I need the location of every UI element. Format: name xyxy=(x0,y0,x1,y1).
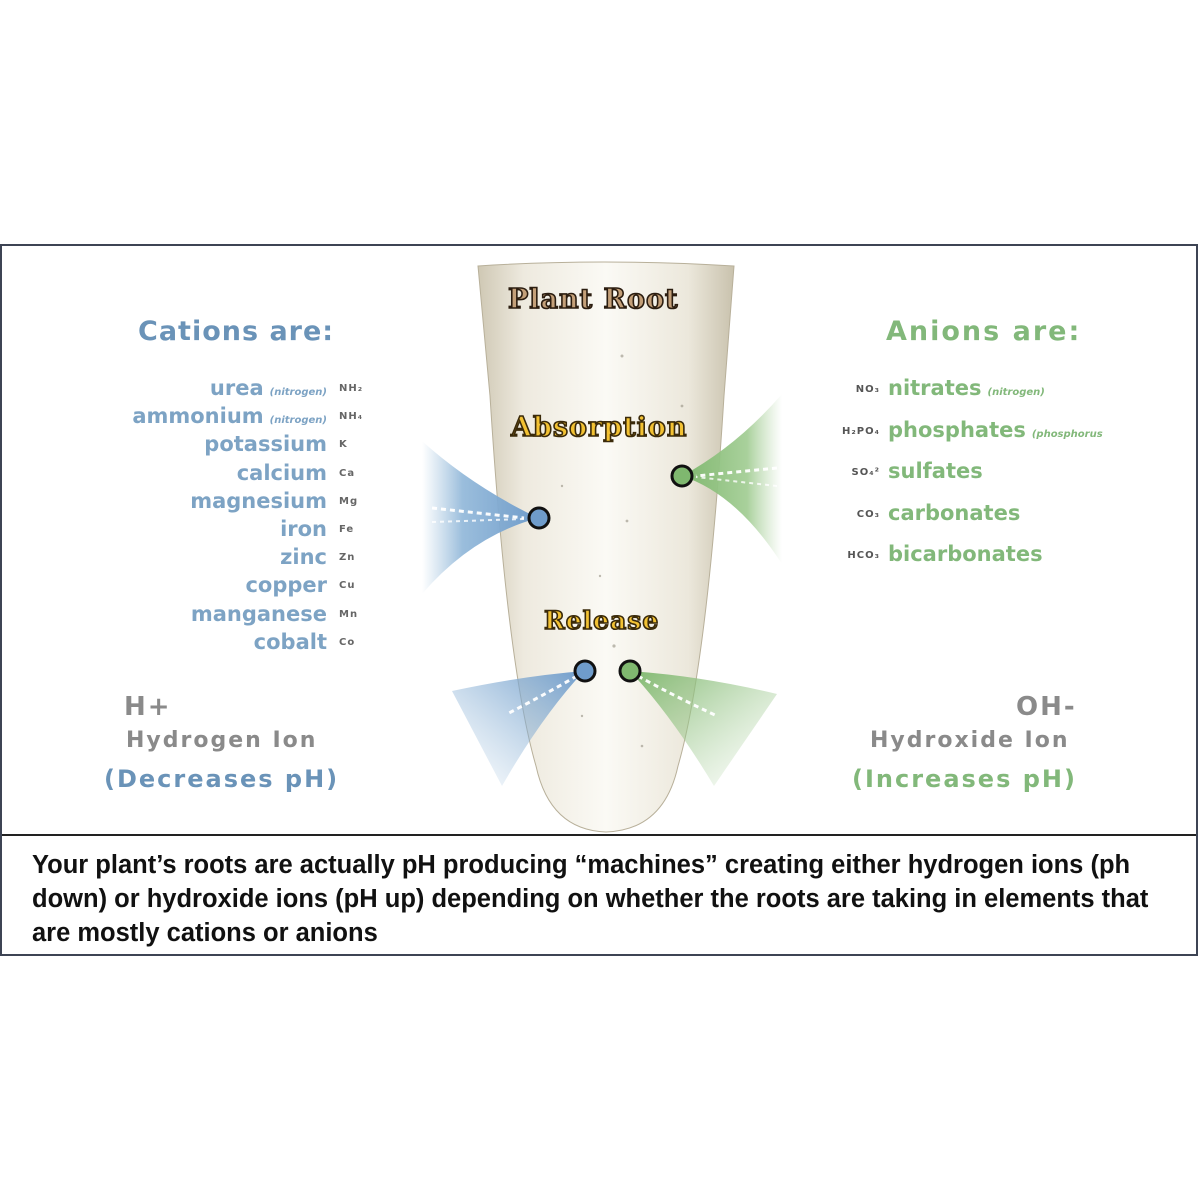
anion-absorption-site xyxy=(670,464,694,488)
anion-absorption-arrows xyxy=(695,466,778,478)
hydrogen-ion-name: Hydrogen Ion xyxy=(126,728,318,753)
anion-name: bicarbonates xyxy=(888,542,1043,566)
cation-name: copper xyxy=(245,573,327,598)
hydroxide-release-site xyxy=(618,659,642,683)
cation-symbol: Co xyxy=(339,636,356,648)
cation-name: cobalt xyxy=(253,629,327,654)
hydrogen-ion-effect: (Decreases pH) xyxy=(104,765,340,793)
cation-note: (nitrogen) xyxy=(269,415,327,427)
list-item: SO₄² sulfates xyxy=(802,459,1192,501)
hydrogen-release-beam xyxy=(452,671,584,786)
anion-name: phosphates xyxy=(888,417,1026,442)
cation-name: potassium xyxy=(204,432,327,457)
absorption-label: Absorption xyxy=(510,411,688,444)
release-label: Release xyxy=(543,605,660,636)
list-item: copper Cu xyxy=(2,573,382,601)
plant-root-label: Plant Root xyxy=(507,283,679,316)
cation-symbol: K xyxy=(339,439,348,451)
cation-name: iron xyxy=(280,516,327,541)
anion-name: carbonates xyxy=(888,500,1021,525)
list-item: iron Fe xyxy=(2,517,382,545)
caption-text: Your plant’s roots are actually pH produ… xyxy=(32,851,1149,947)
anion-symbol: NO₃ xyxy=(855,384,880,395)
cation-symbol: Mn xyxy=(339,608,359,620)
list-item: NO₃ nitrates (nitrogen) xyxy=(802,376,1192,418)
cation-symbol: NH₂ xyxy=(339,383,364,394)
anion-note: (nitrogen) xyxy=(987,387,1045,398)
cation-symbol: Fe xyxy=(339,523,355,535)
cation-symbol: Ca xyxy=(339,467,356,479)
cation-name: zinc xyxy=(280,545,327,570)
cation-absorption-site xyxy=(527,506,551,530)
cation-symbol: Zn xyxy=(339,552,356,564)
cation-name: ammonium xyxy=(132,404,264,429)
caption-box: Your plant’s roots are actually pH produ… xyxy=(2,834,1196,954)
list-item: ammonium (nitrogen) NH₄ xyxy=(2,404,382,432)
anion-absorption-beam xyxy=(682,394,782,564)
list-item: H₂PO₄ phosphates (phosphorus xyxy=(802,418,1192,460)
root-texture xyxy=(560,354,684,748)
cation-name: manganese xyxy=(190,601,327,626)
cation-absorption-beam xyxy=(422,441,538,594)
cation-name: calcium xyxy=(236,460,327,485)
anion-symbol: HCO₃ xyxy=(847,550,880,561)
anion-list: NO₃ nitrates (nitrogen) H₂PO₄ phosphates (… xyxy=(802,376,1192,584)
hydroxide-release-beam xyxy=(630,671,777,786)
anion-symbol: H₂PO₄ xyxy=(842,425,880,437)
list-item: zinc Zn xyxy=(2,545,382,573)
list-item: manganese Mn xyxy=(2,602,382,630)
cation-name: urea xyxy=(209,376,264,400)
hydroxide-ion-symbol: OH- xyxy=(1016,692,1077,722)
cation-note: (nitrogen) xyxy=(269,387,327,398)
hydroxide-ion-name: Hydroxide Ion xyxy=(870,728,1070,753)
hydroxide-ion-effect: (Increases pH) xyxy=(852,765,1077,793)
diagram-panel: Plant Root Absorption Release Cations ar… xyxy=(2,246,1196,834)
anion-name: nitrates xyxy=(888,376,982,400)
root-illustration xyxy=(422,261,782,833)
list-item: HCO₃ bicarbonates xyxy=(802,542,1192,584)
anion-symbol: SO₄² xyxy=(851,467,880,478)
list-item: CO₃ carbonates xyxy=(802,501,1192,543)
cation-symbol: Cu xyxy=(339,580,356,592)
cation-name: magnesium xyxy=(190,488,327,513)
cation-list: urea (nitrogen) NH₂ ammonium (nitrogen) NH… xyxy=(2,376,382,658)
cation-symbol: NH₄ xyxy=(339,411,364,423)
list-item: calcium Ca xyxy=(2,461,382,489)
list-item: cobalt Co xyxy=(2,630,382,658)
list-item: potassium K xyxy=(2,432,382,460)
anion-symbol: CO₃ xyxy=(856,508,880,520)
anion-note: (phosphorus xyxy=(1031,428,1103,440)
cation-absorption-arrows xyxy=(431,506,525,520)
anion-name: sulfates xyxy=(888,459,983,483)
cation-symbol: Mg xyxy=(339,495,359,507)
cations-heading: Cations are: xyxy=(138,316,335,347)
hydrogen-ion-symbol: H+ xyxy=(124,692,172,722)
list-item: urea (nitrogen) NH₂ xyxy=(2,376,382,404)
diagram-frame: Plant Root Absorption Release Cations ar… xyxy=(0,244,1198,956)
hydrogen-release-site xyxy=(573,659,597,683)
anions-heading: Anions are: xyxy=(886,316,1082,347)
list-item: magnesium Mg xyxy=(2,489,382,517)
